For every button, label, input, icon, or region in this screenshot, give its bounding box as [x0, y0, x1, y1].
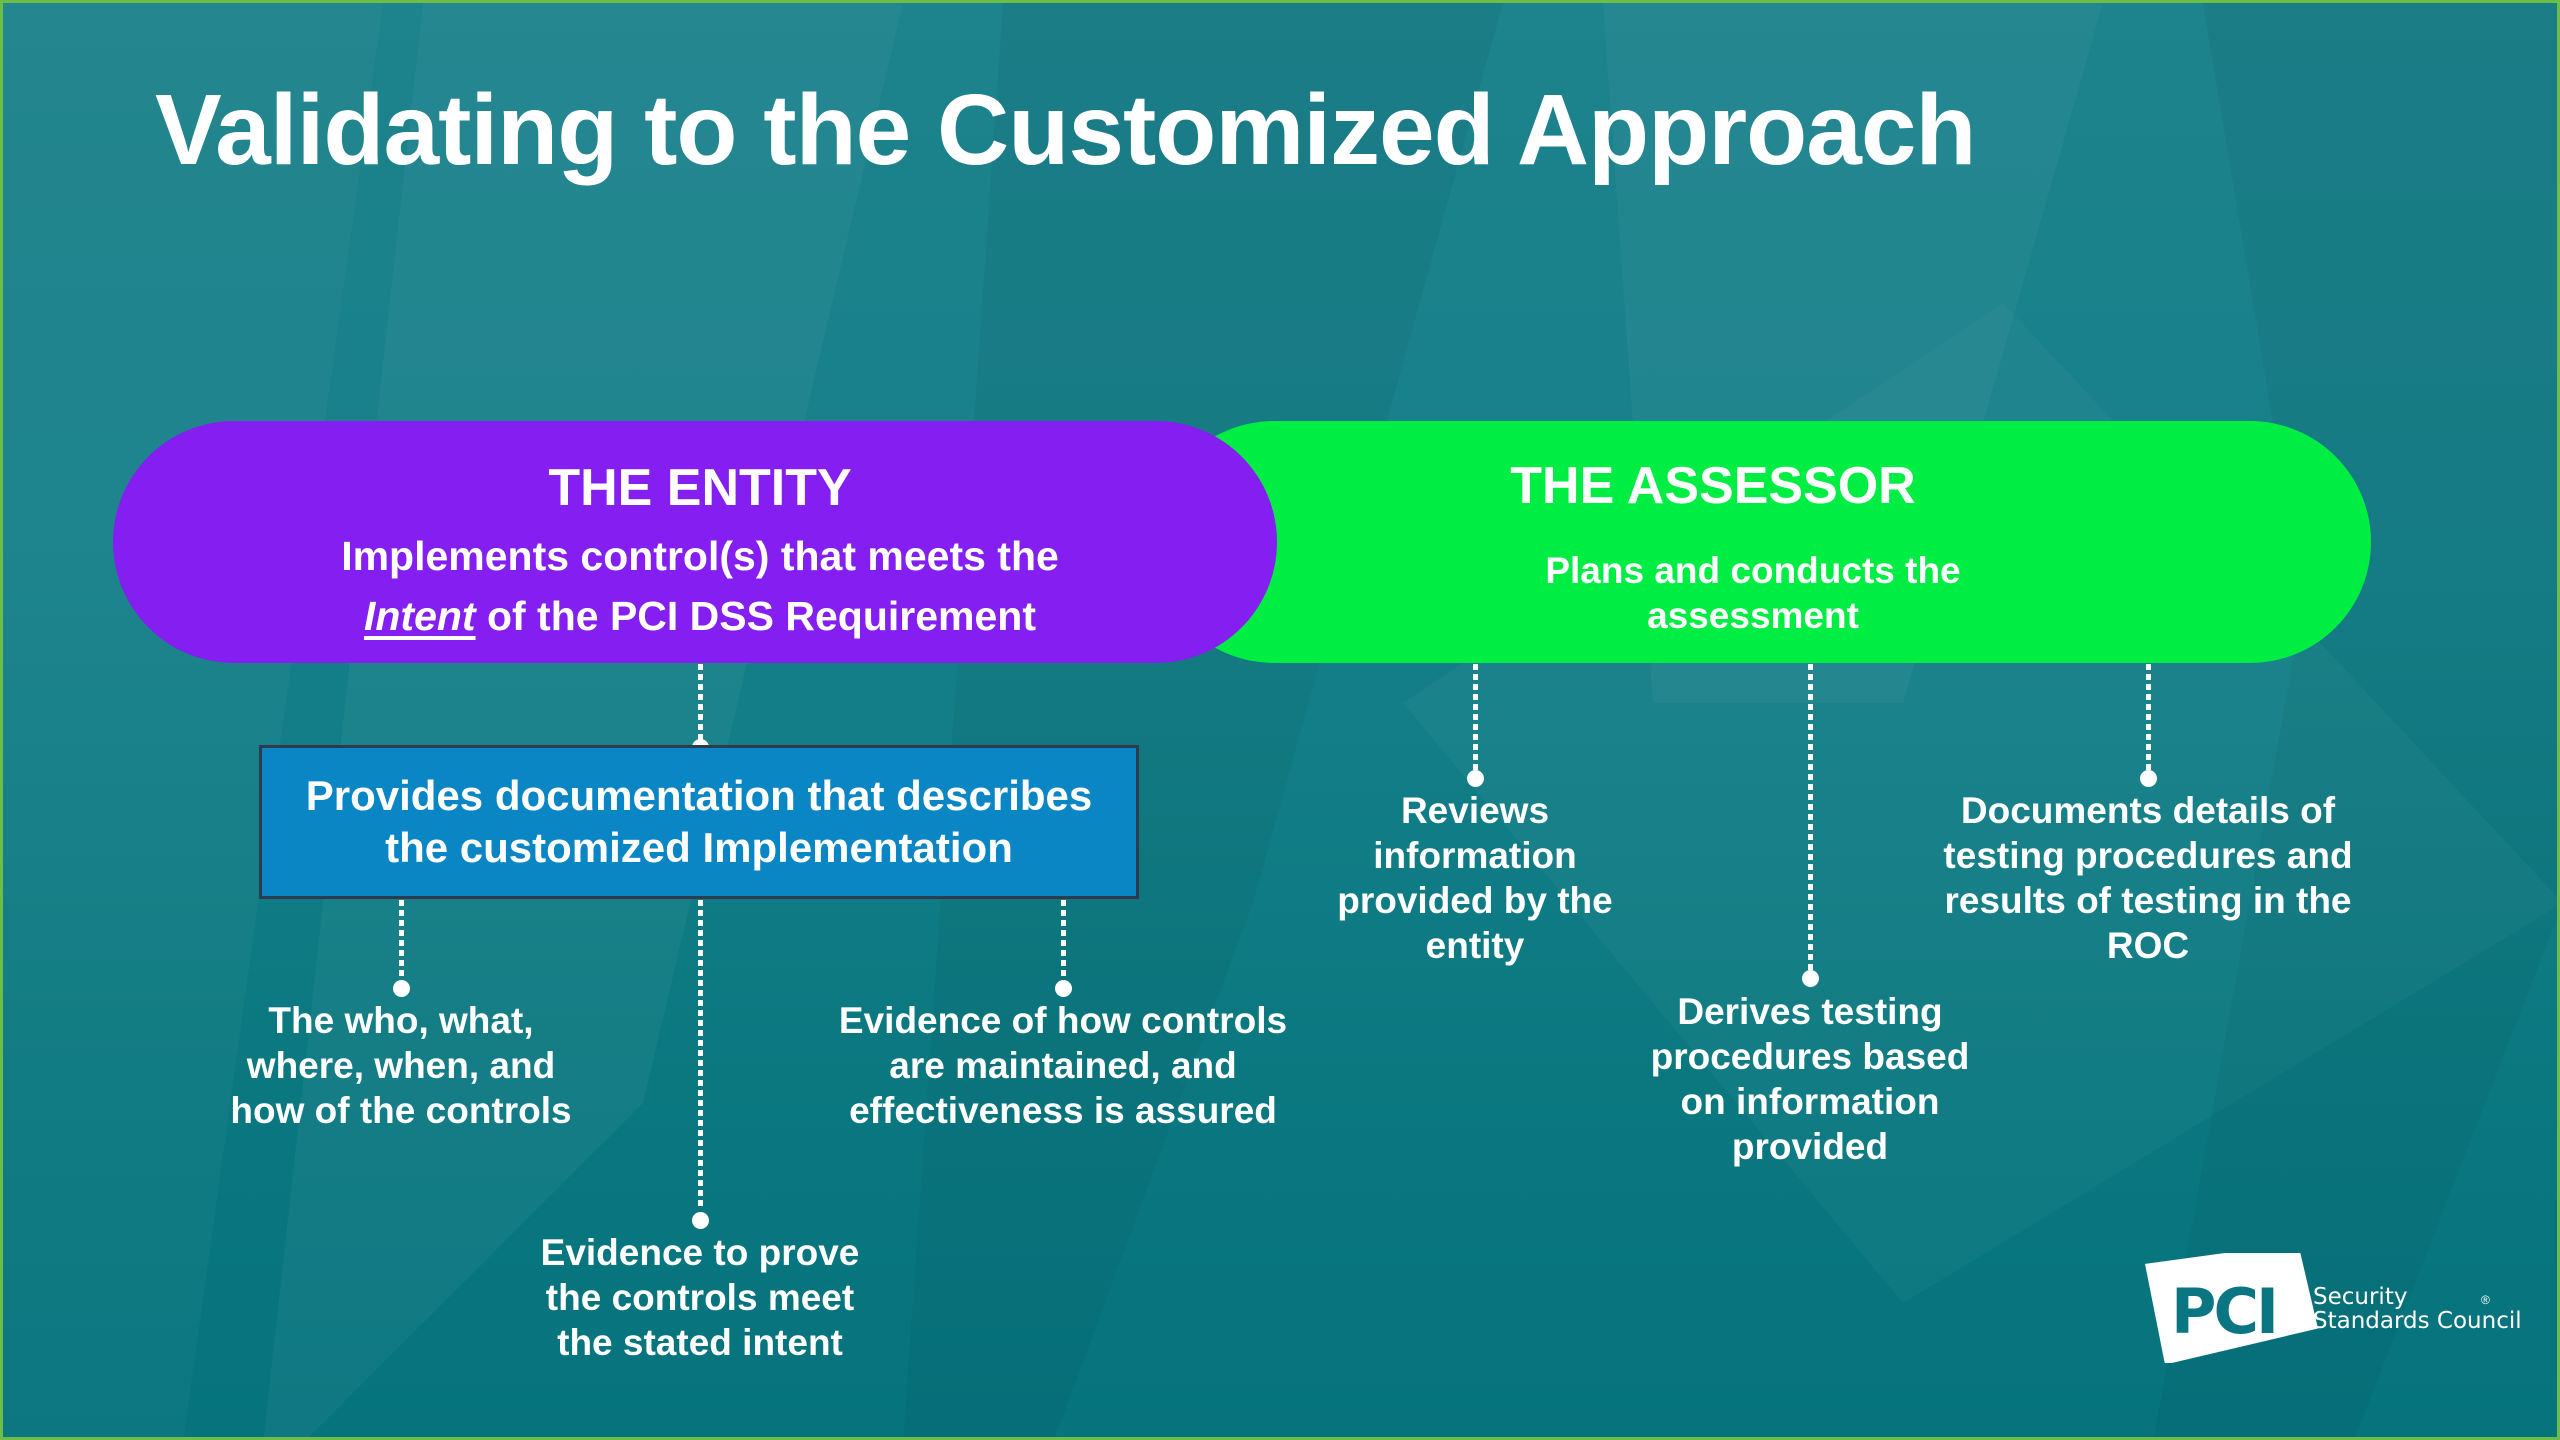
- assessor-subtitle: Plans and conducts the assessment: [1503, 548, 2003, 638]
- entity-pill: [113, 421, 1277, 663]
- assessor-subtitle-line2: assessment: [1647, 595, 1859, 636]
- doc-branch-dot-1: [393, 980, 410, 997]
- assessor-subtitle-line1: Plans and conducts the: [1545, 550, 1961, 591]
- pci-logo-text: Security Standards Council: [2313, 1285, 2522, 1333]
- pci-logo-icon: PCI: [2145, 1253, 2318, 1363]
- entity-connector: [698, 664, 703, 746]
- entity-subtitle-line2-rest: of the PCI DSS Requirement: [475, 593, 1036, 639]
- assessor-pill: [1153, 421, 2371, 663]
- registered-mark: ®: [2481, 1293, 2490, 1307]
- entity-subtitle-line1: Implements control(s) that meets the: [341, 533, 1059, 579]
- doc-branch-connector-3: [1061, 900, 1066, 978]
- entity-subtitle-line2: Intent of the PCI DSS Requirement: [113, 586, 1287, 646]
- assessor-branch-connector-2: [1808, 664, 1813, 972]
- entity-heading: THE ENTITY: [548, 459, 852, 517]
- pci-logo-line2: Standards Council: [2313, 1308, 2522, 1334]
- doc-branch-connector-2: [698, 900, 703, 1210]
- intent-emphasis: Intent: [363, 593, 476, 639]
- documentation-line1: Provides documentation that describes: [305, 772, 1093, 819]
- assessor-branch-1: Reviews information provided by the enti…: [1337, 790, 1613, 966]
- doc-branch-dot-3: [1055, 980, 1072, 997]
- pci-logo-mark: PCI: [2171, 1275, 2276, 1348]
- assessor-branch-2: Derives testing procedures based on info…: [1650, 991, 1970, 1167]
- doc-branch-connector-1: [399, 900, 404, 978]
- assessor-branch-3: Documents details of testing procedures …: [1943, 790, 2353, 966]
- background-facets: [263, 3, 2557, 1437]
- entity-branch-3: Evidence of how controls are maintained,…: [838, 1000, 1288, 1131]
- entity-branch-2: Evidence to prove the controls meet the …: [540, 1232, 860, 1363]
- entity-branch-1: The who, what, where, when, and how of t…: [230, 1000, 572, 1131]
- assessor-branch-dot-1: [1467, 770, 1484, 787]
- slide-title: Validating to the Customized Approach: [155, 74, 1977, 186]
- assessor-branch-dot-2: [1802, 970, 1819, 987]
- assessor-branch-connector-1: [1473, 664, 1478, 772]
- documentation-box: Provides documentation that describes th…: [259, 745, 1139, 899]
- assessor-heading: THE ASSESSOR: [1510, 457, 1916, 515]
- documentation-line2: the customized Implementation: [385, 824, 1013, 871]
- pci-logo-line1: Security: [2313, 1284, 2408, 1310]
- doc-branch-dot-2: [692, 1212, 709, 1229]
- assessor-branch-dot-3: [2140, 770, 2157, 787]
- assessor-branch-connector-3: [2146, 664, 2151, 772]
- entity-subtitle: Implements control(s) that meets the Int…: [113, 526, 1287, 646]
